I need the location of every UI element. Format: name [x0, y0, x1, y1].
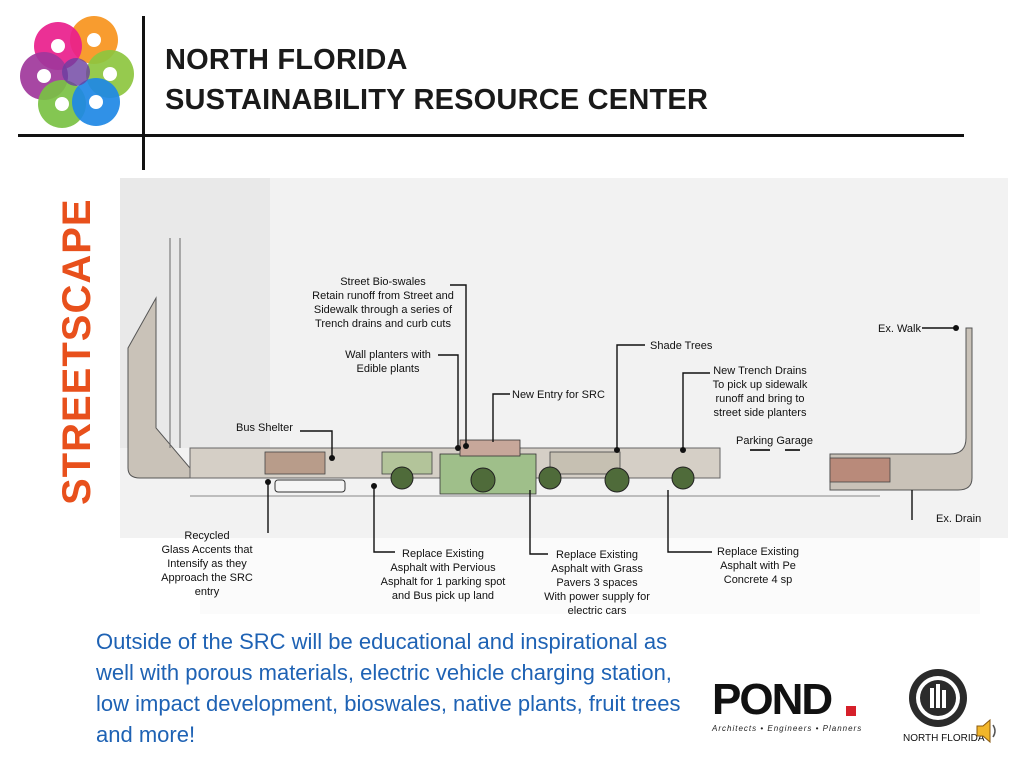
header-horizontal-rule	[18, 134, 964, 137]
speaker-icon[interactable]	[975, 716, 999, 746]
label-trench-drains-4: street side planters	[714, 407, 807, 419]
usgbc-seal	[909, 669, 967, 727]
label-shade-trees: Shade Trees	[650, 340, 713, 352]
label-new-entry: New Entry for SRC	[512, 389, 605, 401]
label-grass-pavers-4: With power supply for	[544, 591, 650, 603]
title-line-2: SUSTAINABILITY RESOURCE CENTER	[165, 84, 709, 116]
label-pervious-1: Replace Existing	[402, 548, 484, 560]
label-parking-garage: Parking Garage	[736, 435, 813, 447]
label-recycled-2: Glass Accents that	[161, 544, 252, 556]
label-trench-drains-3: runoff and bring to	[715, 393, 804, 405]
chapter-label: NORTH FLORIDA	[903, 733, 985, 744]
label-bus-shelter: Bus Shelter	[236, 422, 293, 434]
streetscape-plan: Street Bio-swales Retain runoff from Str…	[120, 178, 1008, 617]
pond-logo: POND	[712, 675, 833, 724]
header-vertical-rule	[142, 16, 145, 170]
label-bioswales-4: Trench drains and curb cuts	[315, 318, 451, 330]
label-trench-drains-1: New Trench Drains	[713, 365, 807, 377]
label-recycled-5: entry	[195, 586, 220, 598]
label-pervious-2: Asphalt with Pervious	[390, 562, 496, 574]
label-grass-pavers-3: Pavers 3 spaces	[556, 577, 638, 589]
label-ex-walk: Ex. Walk	[878, 323, 921, 335]
label-recycled-4: Approach the SRC	[161, 572, 253, 584]
title-line-1: NORTH FLORIDA	[165, 44, 408, 76]
label-wall-planters-2: Edible plants	[357, 363, 420, 375]
label-wall-planters-1: Wall planters with	[345, 349, 431, 361]
label-trench-drains-2: To pick up sidewalk	[713, 379, 808, 391]
pond-red-square	[846, 706, 856, 716]
label-pervious-3: Asphalt for 1 parking spot	[381, 576, 506, 588]
label-grass-pavers-1: Replace Existing	[556, 549, 638, 561]
label-concrete-3: Concrete 4 sp	[724, 574, 792, 586]
side-label-streetscape: STREETSCAPE	[55, 198, 99, 505]
src-logo	[20, 16, 134, 128]
pond-tagline: Architects • Engineers • Planners	[712, 724, 863, 733]
label-pervious-4: and Bus pick up land	[392, 590, 494, 602]
label-recycled-1: Recycled	[184, 530, 229, 542]
label-concrete-2: Asphalt with Pe	[720, 560, 796, 572]
label-ex-drain: Ex. Drain	[936, 513, 981, 525]
label-grass-pavers-2: Asphalt with Grass	[551, 563, 643, 575]
label-bioswales-2: Retain runoff from Street and	[312, 290, 454, 302]
label-grass-pavers-5: electric cars	[568, 605, 627, 617]
label-bioswales-1: Street Bio-swales	[340, 276, 426, 288]
label-concrete-1: Replace Existing	[717, 546, 799, 558]
label-bioswales-3: Sidewalk through a series of	[314, 304, 453, 316]
description-text: Outside of the SRC will be educational a…	[96, 629, 681, 747]
label-recycled-3: Intensify as they	[167, 558, 247, 570]
